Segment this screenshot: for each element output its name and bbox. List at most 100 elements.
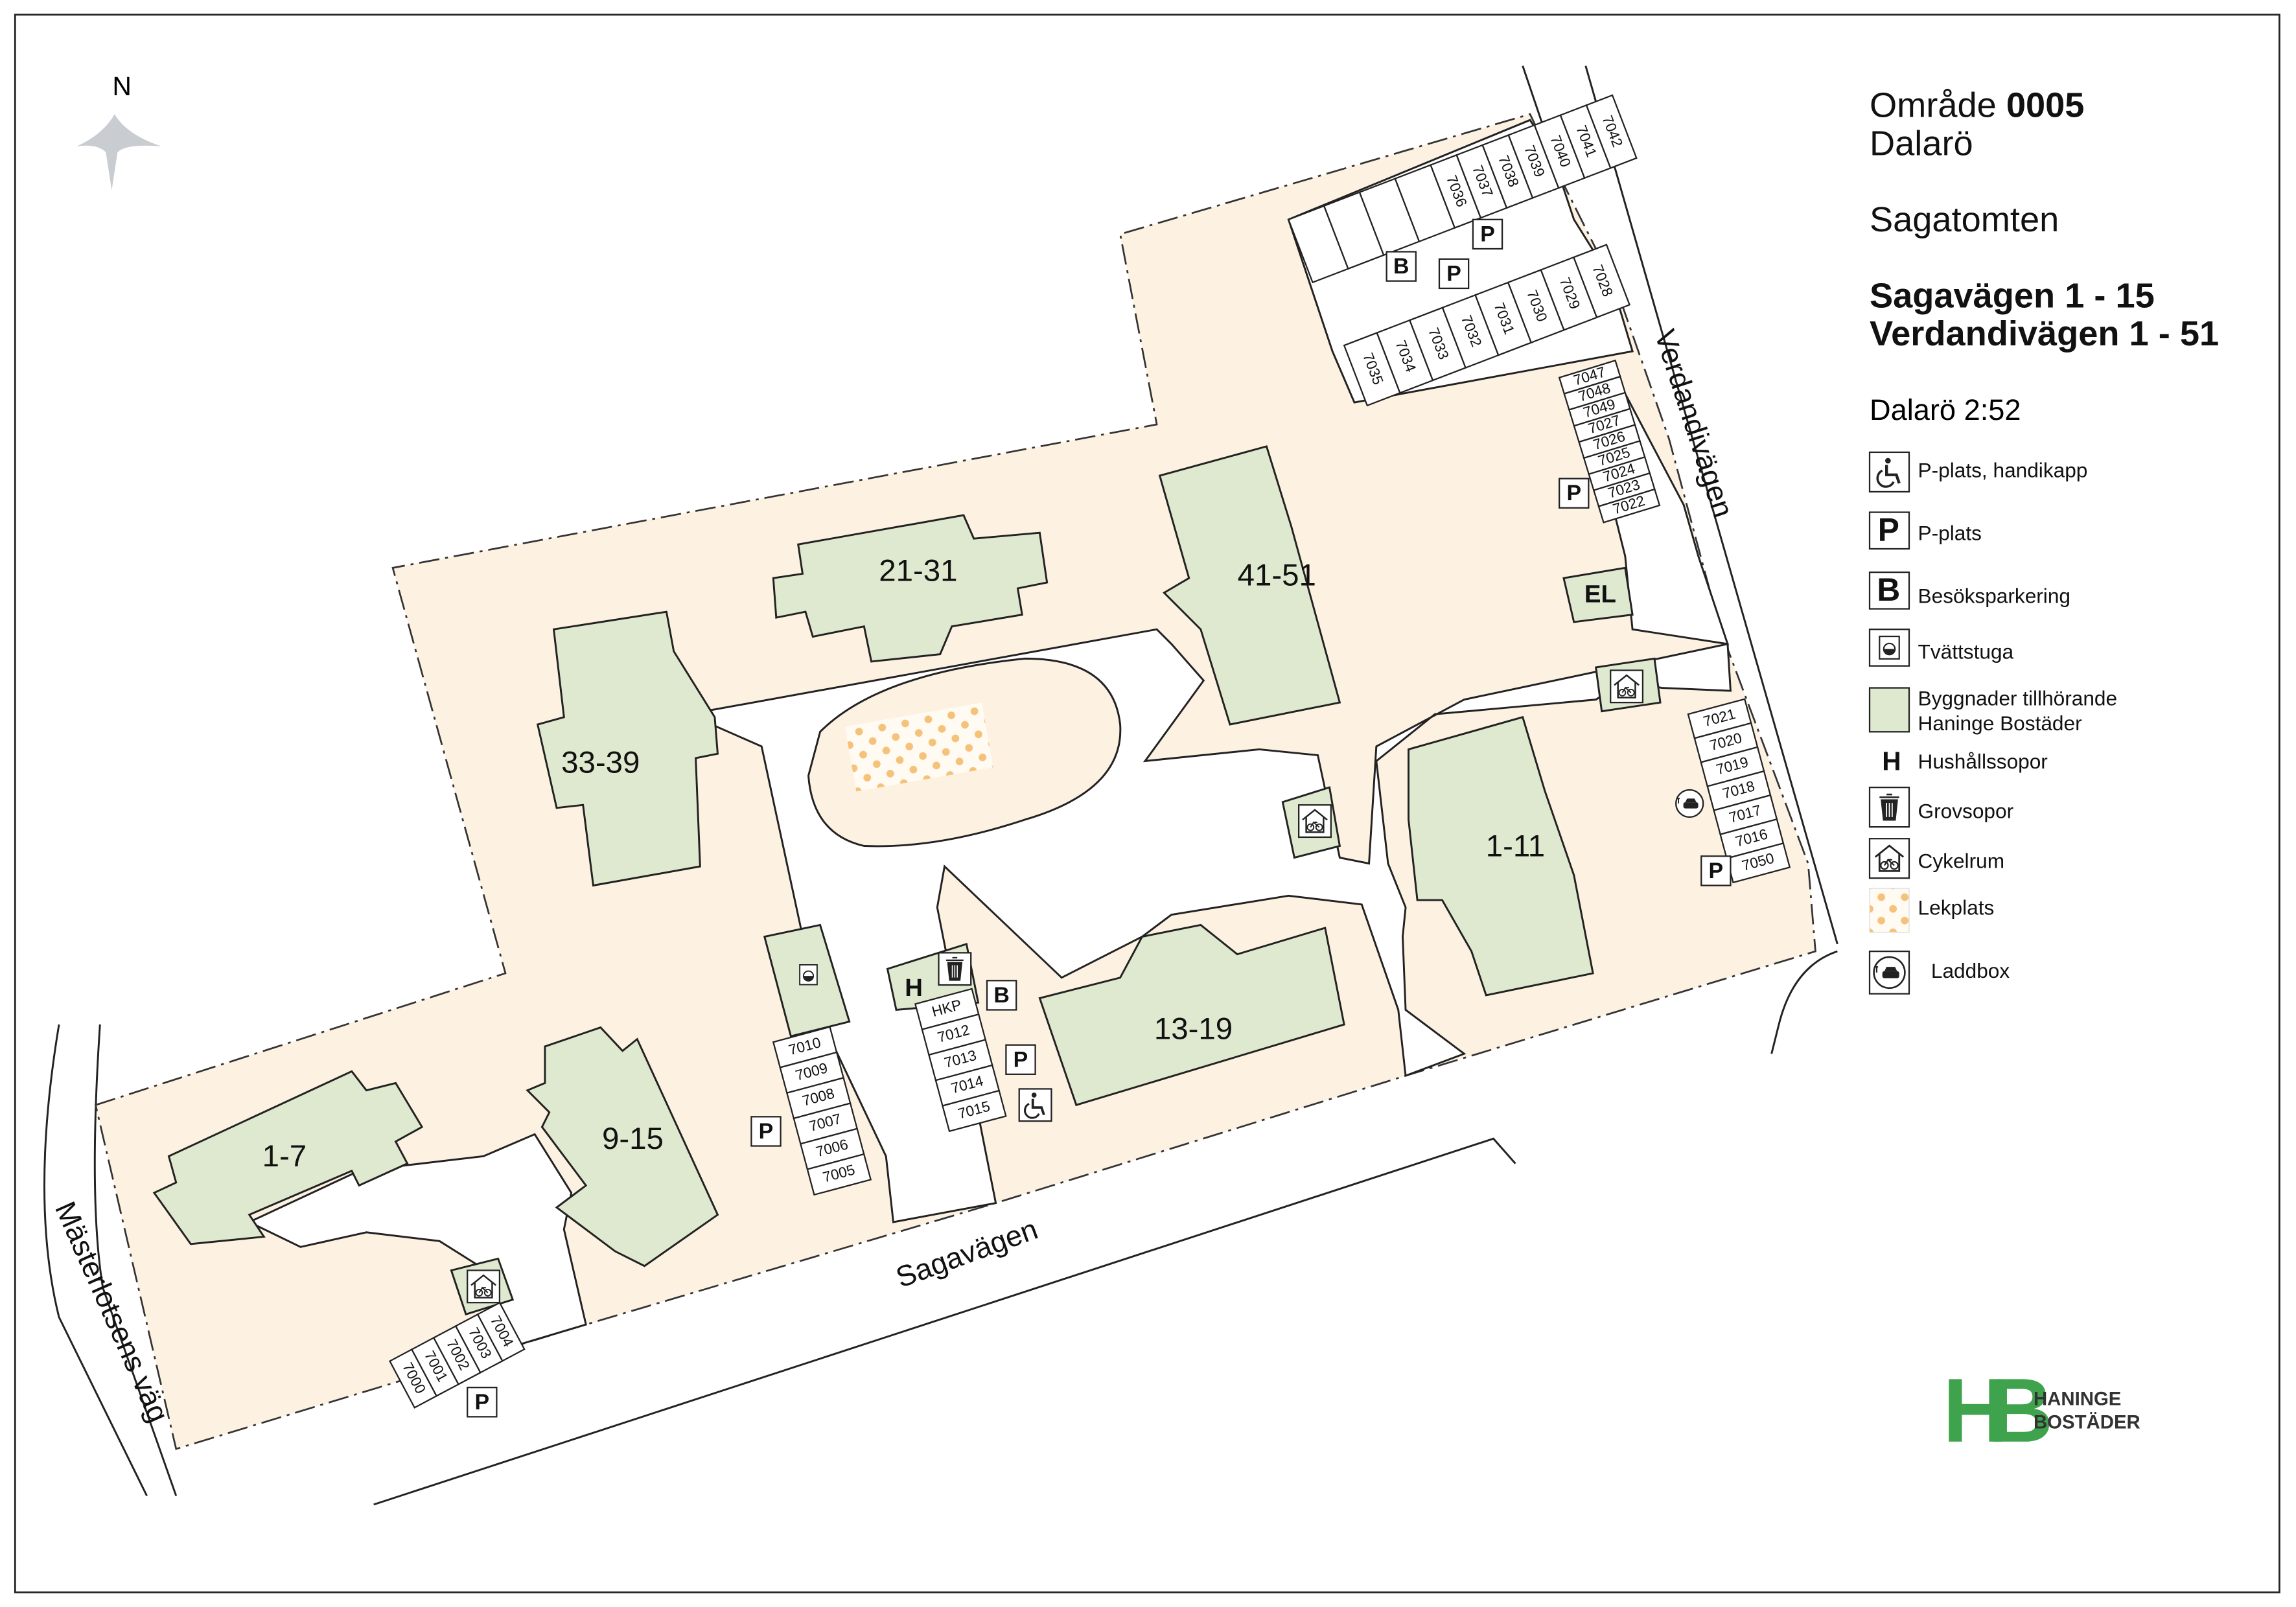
parking-spot: 7029 — [1540, 256, 1598, 331]
parking-spot: 7016 — [1719, 818, 1785, 860]
logo-mark: HB — [1943, 1359, 2049, 1461]
parking-spot: 7028 — [1572, 244, 1631, 319]
legend-label: Laddbox — [1931, 959, 2010, 982]
property-id: Dalarö 2:52 — [1870, 393, 2021, 426]
north-arrow: N — [76, 71, 162, 191]
parking-marker: P — [1005, 1044, 1036, 1075]
legend-item-bike-room: Cykelrum — [1868, 838, 2004, 879]
household-waste-icon: H — [1882, 746, 1901, 776]
legend-label: Cykelrum — [1918, 849, 2004, 872]
visitor-parking-marker: B — [1386, 251, 1417, 282]
legend-item-bulky-waste: Grovsopor — [1868, 787, 2014, 828]
parking-spot: 7005 — [806, 1153, 872, 1196]
legend-label: Tvättstuga — [1918, 640, 2014, 663]
visitor-parking-icon: B — [1877, 572, 1900, 608]
visitor-parking-marker-label: B — [1393, 254, 1409, 279]
building-21-31: 21-31 — [772, 514, 1049, 663]
building-1-11: 1-11 — [1408, 715, 1594, 997]
estate-name: Sagatomten — [1870, 200, 2059, 239]
legend-item-buildings: Byggnader tillhörande Haninge Bostäder — [1868, 687, 2118, 735]
north-arrow-icon — [76, 114, 162, 191]
legend-label: Byggnader tillhörande — [1918, 687, 2118, 710]
building-13-19: 13-19 — [1038, 923, 1345, 1107]
legend-label: Besöksparkering — [1918, 584, 2070, 608]
bicycle-room-icon — [1610, 669, 1644, 704]
trash-icon — [938, 952, 972, 986]
parking-spot: 7010 — [772, 1026, 838, 1069]
parking-marker-label: P — [1480, 222, 1495, 246]
building-label: 33-39 — [561, 746, 640, 780]
washing-machine-icon — [1879, 635, 1900, 660]
el-building — [1562, 566, 1634, 623]
household-waste-marker: H — [905, 974, 923, 1002]
parking-marker: P — [1559, 478, 1590, 509]
parking-marker: P — [1438, 258, 1470, 290]
street-lines — [43, 65, 1838, 1506]
parking-spot: 7030 — [1507, 269, 1565, 344]
visitor-parking-marker: B — [986, 980, 1017, 1011]
parking-spot: 7009 — [779, 1051, 844, 1094]
parking-spot-box — [476, 1301, 526, 1362]
legend-item-parking: P P-plats — [1868, 511, 1982, 550]
legend-item-laundry: Tvättstuga — [1868, 629, 2014, 667]
ev-charger-icon — [1675, 789, 1704, 818]
parking-marker: P — [1700, 855, 1732, 886]
bicycle-room-icon — [1298, 804, 1332, 838]
legend-label: Hushållssopor — [1918, 750, 2048, 773]
parking-spot-box — [942, 1089, 1007, 1133]
address-1: Sagavägen 1 - 15 — [1870, 276, 2155, 315]
parking-spot: 7049 — [1568, 391, 1631, 427]
parking-spot-box — [1572, 244, 1631, 319]
building-9-15: 9-15 — [526, 1026, 719, 1267]
logo-line-1: HANINGE — [2034, 1388, 2121, 1409]
parking-spot: HKP — [914, 988, 980, 1031]
parking-spot: 7012 — [921, 1013, 987, 1056]
el-marker: EL — [1584, 581, 1616, 608]
parking-spot: 7000 — [388, 1348, 438, 1409]
area-code: 0005 — [2006, 86, 2085, 125]
parking-spot: 7031 — [1474, 281, 1533, 356]
parking-marker-label: P — [1014, 1047, 1028, 1072]
locality: Dalarö — [1870, 124, 1973, 163]
legend-label: Grovsopor — [1918, 800, 2014, 823]
legend: P-plats, handikapp P P-plats B Besökspar… — [1868, 451, 2118, 995]
parking-marker-label: P — [1446, 261, 1461, 286]
ev-charger-icon — [1873, 956, 1906, 989]
parking-spot: 7032 — [1441, 294, 1500, 369]
building-label: 9-15 — [602, 1122, 664, 1156]
address-2: Verdandivägen 1 - 51 — [1870, 314, 2219, 353]
playground-swatch — [1869, 888, 1910, 933]
legend-item-handicap: P-plats, handikapp — [1868, 451, 2088, 493]
buildings: 1-7 9-15 33-39 21-31 41-51 13-19 1-11 — [152, 445, 1662, 1316]
building-swatch — [1868, 687, 1910, 733]
parking-spot: 7034 — [1376, 319, 1434, 394]
legend-item-ev: Laddbox — [1868, 950, 2010, 995]
logo-line-2: BOSTÄDER — [2034, 1411, 2140, 1433]
legend-label: P-plats — [1918, 521, 1982, 544]
haninge-bostader-logo: HB HANINGE BOSTÄDER — [1943, 1359, 2140, 1461]
parking-spot-box — [1597, 488, 1661, 524]
parking-spot: 7007 — [793, 1102, 859, 1145]
building-33-39: 33-39 — [536, 610, 719, 887]
north-label: N — [113, 71, 132, 101]
playground — [844, 702, 993, 792]
parking-spot: 7008 — [785, 1076, 852, 1120]
area-title: Område 0005 — [1870, 86, 2084, 125]
parking-spot: 7019 — [1700, 746, 1765, 787]
washing-machine-icon — [799, 964, 818, 986]
building-label: 41-51 — [1238, 558, 1316, 592]
parking-spot: 7015 — [942, 1089, 1007, 1133]
parking-spot: 7033 — [1408, 306, 1467, 382]
parking-marker: P — [1472, 218, 1503, 250]
building-1-7: 1-7 — [152, 1070, 424, 1245]
parking-spot: 7020 — [1693, 722, 1759, 763]
map-frame — [14, 14, 2280, 1593]
legend-label: P-plats, handikapp — [1918, 458, 2088, 481]
parking-icon: P — [1878, 512, 1899, 548]
